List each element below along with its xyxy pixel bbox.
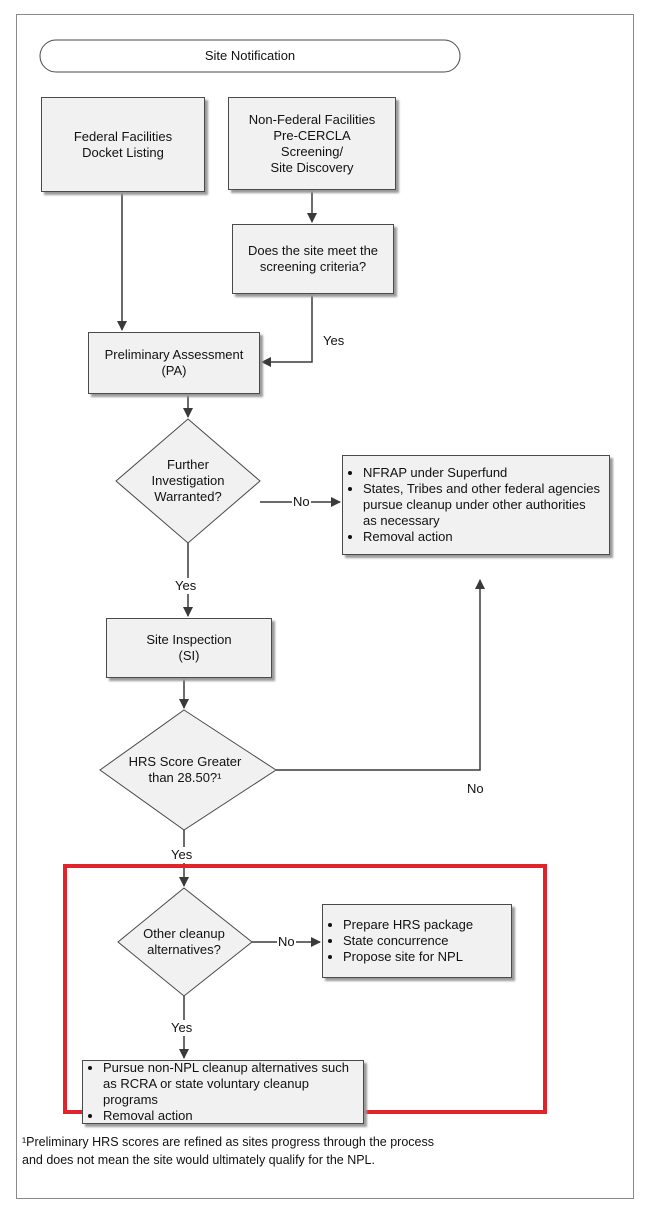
further-investigation-text: Further Investigation Warranted? — [126, 451, 250, 511]
connector-screening-to-pa — [261, 294, 313, 367]
other-cleanup-text: Other cleanup alternatives? — [130, 922, 238, 962]
diagram-frame — [16, 14, 634, 1199]
preliminary-assessment-line-1: Preliminary Assessment — [104, 347, 244, 362]
site-notification-shape — [39, 39, 461, 73]
other-cleanup-line-1: Other cleanup — [143, 926, 225, 941]
non-federal-line-3: Screening/ — [280, 143, 344, 159]
federal-facilities-line-1: Federal Facilities — [73, 128, 173, 144]
further-investigation-line-1: Further — [167, 457, 209, 472]
label-no-hrs: No — [466, 781, 485, 797]
connector-hrs-to-nfrap — [276, 579, 485, 771]
further-investigation-line-3: Warranted? — [154, 489, 222, 504]
non-npl-list: Pursue non-NPL cleanup alternatives such… — [91, 1060, 355, 1124]
site-inspection-line-2: (SI) — [178, 648, 200, 663]
npl-list: Prepare HRS package State concurrence Pr… — [331, 917, 503, 965]
npl-box: Prepare HRS package State concurrence Pr… — [322, 904, 512, 978]
site-inspection-line-1: Site Inspection — [146, 632, 232, 647]
label-yes-screening: Yes — [322, 333, 346, 349]
nfrap-item-3: Removal action — [363, 529, 601, 545]
federal-facilities-box: Federal Facilities Docket Listing — [41, 97, 205, 192]
non-federal-facilities-box: Non-Federal Facilities Pre-CERCLA Screen… — [228, 97, 396, 190]
hrs-score-line-2: than 28.50?¹ — [148, 770, 222, 785]
further-investigation-line-2: Investigation — [151, 473, 225, 488]
nfrap-item-2: States, Tribes and other federal agencie… — [363, 481, 601, 529]
non-federal-line-2: Pre-CERCLA — [273, 127, 351, 143]
footnote: ¹Preliminary HRS scores are refined as s… — [22, 1133, 582, 1169]
screening-criteria-line-2: screening criteria? — [259, 259, 367, 274]
non-npl-item-2: Removal action — [103, 1108, 355, 1124]
footnote-line-2: and does not mean the site would ultimat… — [22, 1153, 375, 1167]
label-yes-other: Yes — [170, 1020, 194, 1036]
screening-criteria-line-1: Does the site meet the — [247, 243, 379, 258]
label-no-further: No — [292, 494, 311, 510]
npl-item-2: State concurrence — [343, 933, 503, 949]
nfrap-item-1: NFRAP under Superfund — [363, 465, 601, 481]
non-federal-line-4: Site Discovery — [270, 159, 354, 175]
footnote-line-1: ¹Preliminary HRS scores are refined as s… — [22, 1135, 434, 1149]
preliminary-assessment-line-2: (PA) — [161, 363, 187, 378]
non-npl-item-1: Pursue non-NPL cleanup alternatives such… — [103, 1060, 355, 1108]
preliminary-assessment-box: Preliminary Assessment (PA) — [88, 332, 260, 394]
npl-item-3: Propose site for NPL — [343, 949, 503, 965]
label-yes-hrs: Yes — [170, 847, 194, 863]
federal-facilities-line-2: Docket Listing — [82, 144, 164, 160]
npl-item-1: Prepare HRS package — [343, 917, 503, 933]
site-notification-label: Site Notification — [204, 48, 296, 63]
hrs-score-text: HRS Score Greater than 28.50?¹ — [120, 748, 250, 792]
hrs-score-line-1: HRS Score Greater — [128, 754, 242, 769]
site-inspection-box: Site Inspection (SI) — [106, 618, 272, 678]
label-no-other: No — [277, 934, 296, 950]
non-npl-box: Pursue non-NPL cleanup alternatives such… — [82, 1060, 364, 1124]
nfrap-box: NFRAP under Superfund States, Tribes and… — [342, 455, 610, 555]
screening-criteria-box: Does the site meet the screening criteri… — [232, 224, 394, 294]
nfrap-list: NFRAP under Superfund States, Tribes and… — [351, 465, 601, 545]
other-cleanup-line-2: alternatives? — [147, 942, 221, 957]
label-yes-further: Yes — [174, 578, 198, 594]
site-notification-text: Site Notification — [40, 40, 460, 72]
non-federal-line-1: Non-Federal Facilities — [248, 111, 376, 127]
